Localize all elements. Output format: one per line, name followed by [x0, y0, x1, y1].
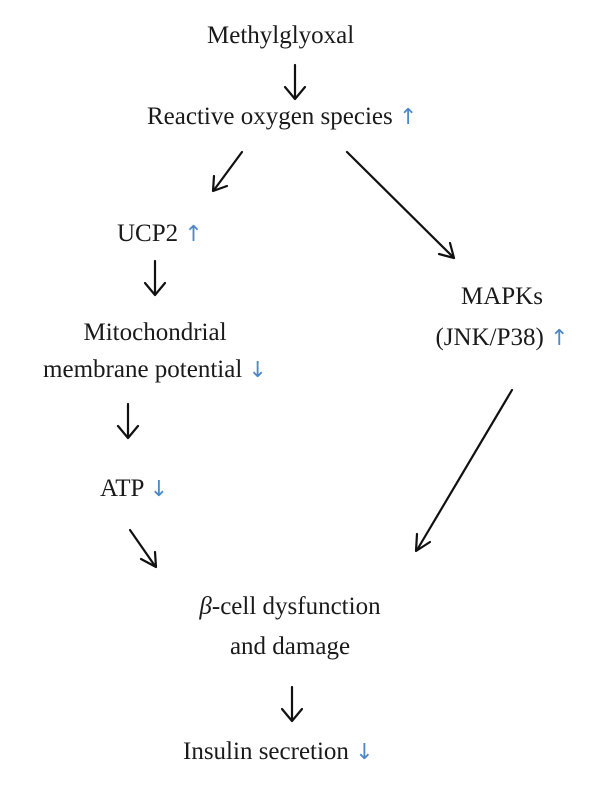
down-arrow-icon: ↓ [355, 740, 374, 765]
down-arrow-icon: ↓ [248, 358, 267, 383]
node-ucp2: UCP2 ↑ [117, 217, 203, 252]
arrow-ros-to-mapks [345, 150, 456, 260]
node-insulin-secretion: Insulin secretion ↓ [183, 735, 374, 770]
node-mito-line1: Mitochondrial [83, 319, 227, 346]
node-atp-label: ATP [100, 475, 144, 502]
up-arrow-icon: ↑ [399, 105, 418, 130]
node-beta-cell: β-cell dysfunction and damage [170, 590, 410, 664]
node-mapks-line2: (JNK/P38) [435, 324, 544, 351]
node-methylglyoxal: Methylglyoxal [207, 19, 354, 53]
arrow-beta-cell-to-insulin [280, 685, 304, 723]
node-beta-cell-line2: and damage [229, 633, 351, 660]
up-arrow-icon: ↑ [550, 326, 569, 351]
node-mito-line2: membrane potential [43, 356, 243, 383]
arrow-ros-to-ucp2 [211, 150, 244, 193]
arrow-mapks-to-beta-cell [414, 388, 514, 553]
node-mitochondrial-potential: Mitochondrial membrane potential ↓ [20, 316, 290, 388]
node-atp: ATP ↓ [100, 472, 168, 507]
node-ucp2-label: UCP2 [117, 220, 179, 247]
arrow-methylglyoxal-to-ros [283, 63, 307, 101]
beta-symbol: β [199, 593, 212, 620]
arrow-atp-to-beta-cell [128, 528, 158, 569]
node-mapks: MAPKs (JNK/P38) ↑ [422, 280, 582, 356]
arrow-mito-to-atp [116, 402, 140, 440]
node-insulin-label: Insulin secretion [183, 738, 349, 765]
node-beta-cell-line1: -cell dysfunction [211, 593, 381, 620]
up-arrow-icon: ↑ [184, 222, 203, 247]
down-arrow-icon: ↓ [149, 477, 169, 502]
node-ros-label: Reactive oxygen species [147, 103, 393, 130]
node-methylglyoxal-label: Methylglyoxal [207, 22, 355, 49]
arrow-ucp2-to-mito [143, 259, 167, 297]
node-ros: Reactive oxygen species ↑ [147, 100, 417, 135]
node-mapks-line1: MAPKs [461, 283, 543, 310]
